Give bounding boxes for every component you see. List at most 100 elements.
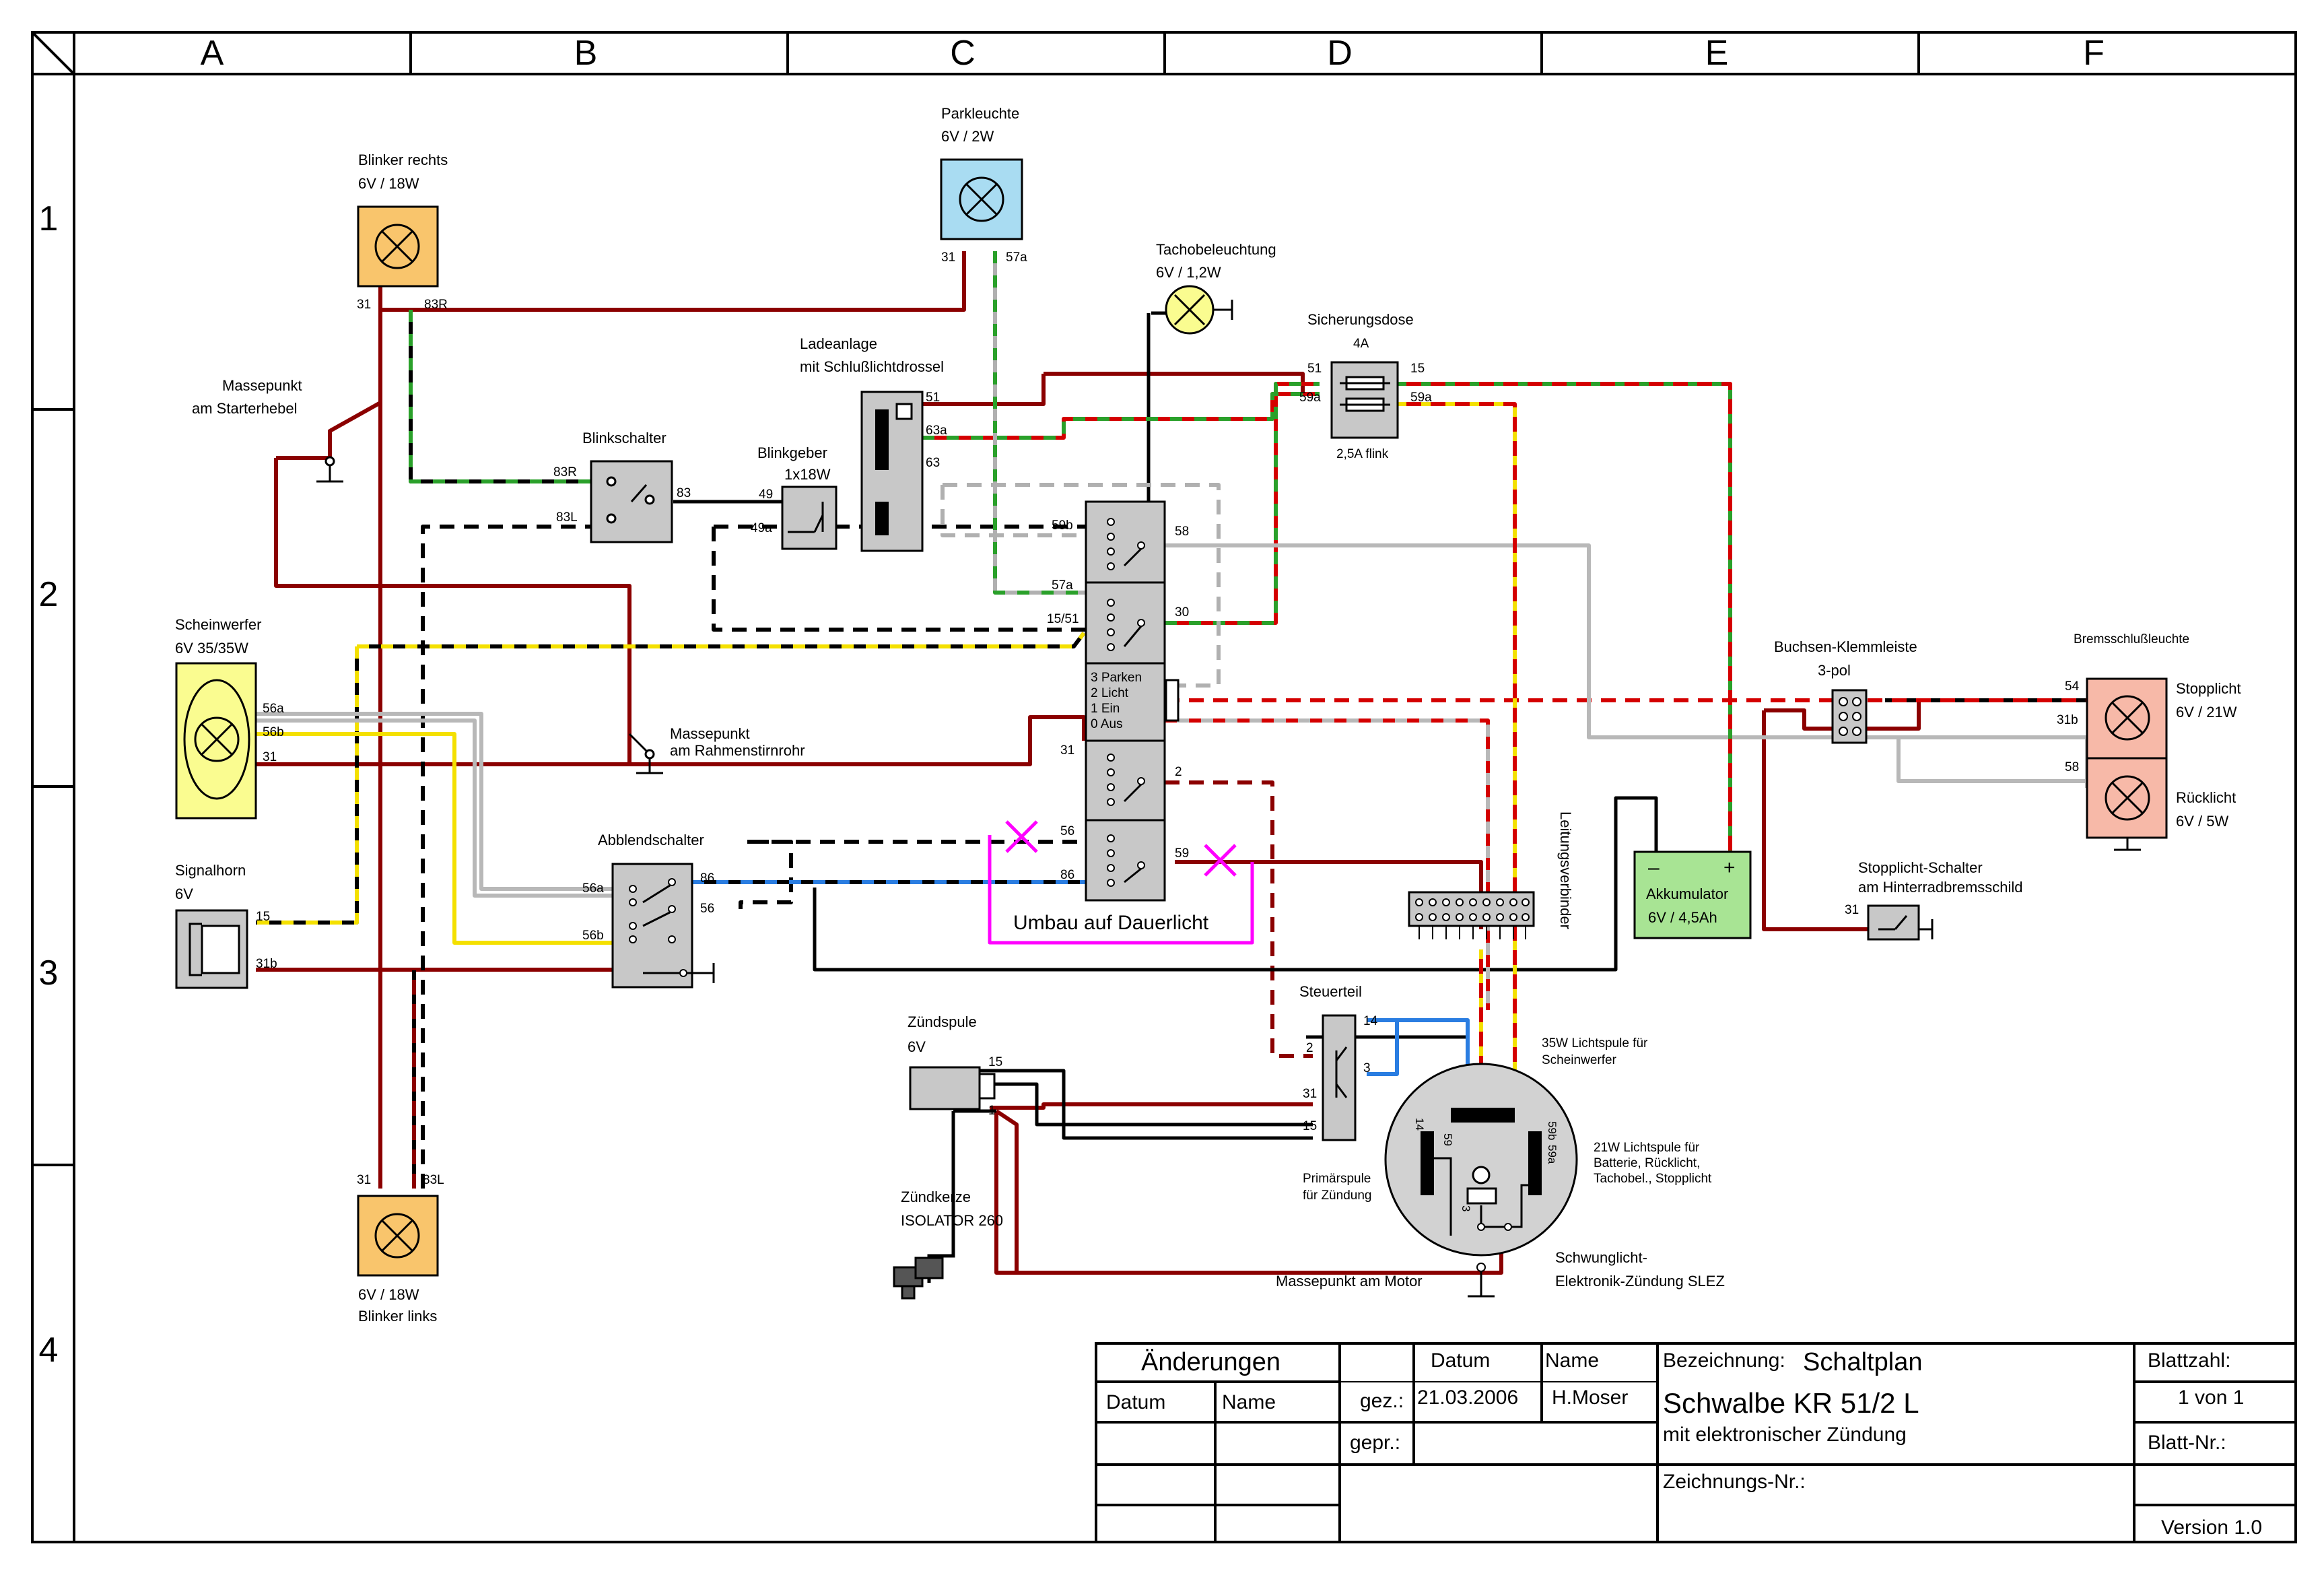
brake-tail-light: Bremsschlußleuchte Stopplicht 6V / 21W R… (2057, 632, 2241, 851)
model-subtitle: mit elektronischer Zündung (1663, 1424, 1907, 1446)
column-label-f: F (2083, 34, 2105, 73)
slez-line1: Schwunglicht- (1555, 1249, 1647, 1266)
brake-tail-pin-31b: 31b (2057, 713, 2078, 727)
fuse-box-pin-51: 51 (1307, 362, 1322, 376)
control-unit-pin-15: 15 (1303, 1119, 1317, 1133)
coil-21w-line3: Tachobel., Stopplicht (1594, 1172, 1712, 1186)
blinker-left-pin-83l: 83L (423, 1173, 444, 1187)
charging-unit-title: Ladeanlage (800, 335, 877, 352)
switch-legend-ein: 1 Ein (1091, 702, 1120, 716)
column-label-a: A (201, 34, 224, 73)
battery-title: Akkumulator (1646, 885, 1728, 902)
slez-line2: Elektronik-Zündung SLEZ (1555, 1273, 1725, 1290)
title-col-date: Datum (1431, 1349, 1490, 1372)
switch-pin-15-51: 15/51 (1047, 612, 1079, 626)
socket-strip-subtitle: 3-pol (1818, 662, 1851, 679)
dimmer-switch-pin-56: 56 (700, 902, 714, 916)
wire-connector-label: Leitungsverbinder (1557, 811, 1574, 929)
switch-pin-2: 2 (1175, 765, 1182, 779)
switch-pin-31: 31 (1060, 743, 1074, 758)
brake-tail-pin-54: 54 (2065, 679, 2080, 694)
designation-value: Schaltplan (1803, 1348, 1922, 1376)
row-label-4: 4 (39, 1331, 59, 1370)
column-label-e: E (1705, 34, 1729, 73)
stator-pin-59: 59 (1441, 1133, 1454, 1146)
park-lamp-pin-31: 31 (941, 250, 955, 265)
headlight-title: Scheinwerfer (175, 616, 261, 633)
version-label: Version 1.0 (2161, 1516, 2262, 1539)
control-unit: Steuerteil 14 2 3 31 15 (1299, 983, 1378, 1141)
changes-col-date: Datum (1106, 1391, 1165, 1413)
socket-terminal-strip: Buchsen-Klemmleiste 3-pol (1774, 638, 1917, 744)
blinker-right-title: Blinker rechts (358, 152, 448, 168)
brake-tail-pin-58: 58 (2065, 760, 2079, 774)
headlight: Scheinwerfer 6V 35/35W 56a 56b 31 (175, 616, 284, 820)
spark-plug: Zündkerze ISOLATOR 260 (893, 1111, 1003, 1300)
switch-pin-59b: 59b (1052, 519, 1073, 533)
primary-coil-line2: für Zündung (1303, 1189, 1371, 1203)
control-unit-pin-3: 3 (1363, 1061, 1371, 1075)
coil-35w-line2: Scheinwerfer (1542, 1053, 1617, 1067)
charging-unit-pin-51: 51 (926, 391, 940, 405)
turn-signal-switch-pin-83: 83 (677, 486, 691, 500)
headlight-rating: 6V 35/35W (175, 640, 248, 657)
blinker-left-title: Blinker links (358, 1308, 437, 1325)
primary-coil-line1: Primärspule (1303, 1172, 1371, 1186)
blinker-left-lamp: 31 83L 6V / 18W Blinker links (357, 1173, 444, 1325)
stator-pin-59b: 59b (1546, 1121, 1559, 1140)
spark-plug-title: Zündkerze (901, 1189, 971, 1205)
drawn-label: gez.: (1360, 1390, 1404, 1412)
coil-21w-line1: 21W Lichtspule für (1594, 1141, 1700, 1155)
battery-minus: – (1648, 857, 1660, 879)
column-label-c: C (950, 34, 976, 73)
blinker-right-pin-83r: 83R (424, 298, 448, 312)
slez-labels: 35W Lichtspule für Scheinwerfer 21W Lich… (1276, 1036, 1725, 1290)
turn-signal-switch: Blinkschalter 83R 83L 83 (553, 430, 691, 543)
stop-light-rating: 6V / 21W (2176, 704, 2237, 721)
ignition-coil-title: Zündspule (908, 1013, 977, 1030)
ignition-coil-pin-1: 1 (988, 1104, 996, 1118)
park-lamp-rating: 6V / 2W (941, 128, 994, 145)
ground-point-starter-lever: Massepunkt am Starterhebel (192, 377, 343, 483)
permanent-light-modification: Umbau auf Dauerlicht (1005, 820, 1237, 934)
spark-plug-subtitle: ISOLATOR 260 (901, 1212, 1003, 1229)
stator-pin-59a: 59a (1546, 1145, 1559, 1164)
switch-legend-licht: 2 Licht (1091, 686, 1129, 700)
title-block-text: Änderungen Datum Name Datum Name gez.: 2… (1106, 1348, 2262, 1539)
title-block (1095, 1342, 2297, 1543)
blinker-right-pin-31: 31 (357, 298, 371, 312)
blinker-left-pin-31: 31 (357, 1173, 371, 1187)
checked-label: gepr.: (1350, 1432, 1400, 1454)
column-label-d: D (1327, 34, 1353, 73)
ignition-light-switch: 3 Parken 2 Licht 1 Ein 0 Aus 59b 58 57a … (1047, 500, 1189, 902)
coil-21w-line2: Batterie, Rücklicht, (1594, 1156, 1700, 1170)
brake-switch-pin-31: 31 (1845, 903, 1859, 917)
dimmer-switch-title: Abblendschalter (598, 832, 704, 848)
title-col-name: Name (1545, 1349, 1599, 1372)
horn-pin-15: 15 (256, 910, 270, 924)
stator-pin-3: 3 (1460, 1205, 1472, 1211)
dimmer-switch-pin-56b: 56b (582, 929, 604, 943)
ignition-coil-pin-15: 15 (988, 1055, 1002, 1069)
sheet-number-label: Blatt-Nr.: (2148, 1432, 2226, 1454)
ground-starter-line2: am Starterhebel (192, 400, 298, 417)
ignition-coil: Zündspule 6V 15 1 (908, 1013, 1002, 1118)
fuse-box-fuse-4a: 4A (1353, 337, 1369, 351)
ground-motor-label: Massepunkt am Motor (1276, 1273, 1423, 1290)
blinker-right-rating: 6V / 18W (358, 175, 419, 192)
wires (256, 251, 2089, 1275)
switch-pin-57a: 57a (1052, 578, 1073, 593)
ignition-coil-rating: 6V (908, 1038, 926, 1055)
speedometer-light-title: Tachobeleuchtung (1156, 241, 1276, 258)
control-unit-pin-14: 14 (1363, 1014, 1378, 1028)
blinker-left-rating: 6V / 18W (358, 1286, 419, 1303)
slez-stator: 14 59 59b 59a 3 (1384, 1063, 1578, 1298)
charging-unit: Ladeanlage mit Schlußlichtdrossel 51 63a… (800, 335, 947, 552)
switch-legend-aus: 0 Aus (1091, 717, 1123, 731)
switch-legend-parken: 3 Parken (1091, 671, 1142, 685)
dimmer-switch-pin-86: 86 (700, 871, 714, 885)
horn-rating: 6V (175, 885, 193, 902)
ground-point-frame: Massepunkt am Rahmenstirnrohr (628, 725, 805, 774)
fuse-box-pin-15: 15 (1410, 362, 1425, 376)
